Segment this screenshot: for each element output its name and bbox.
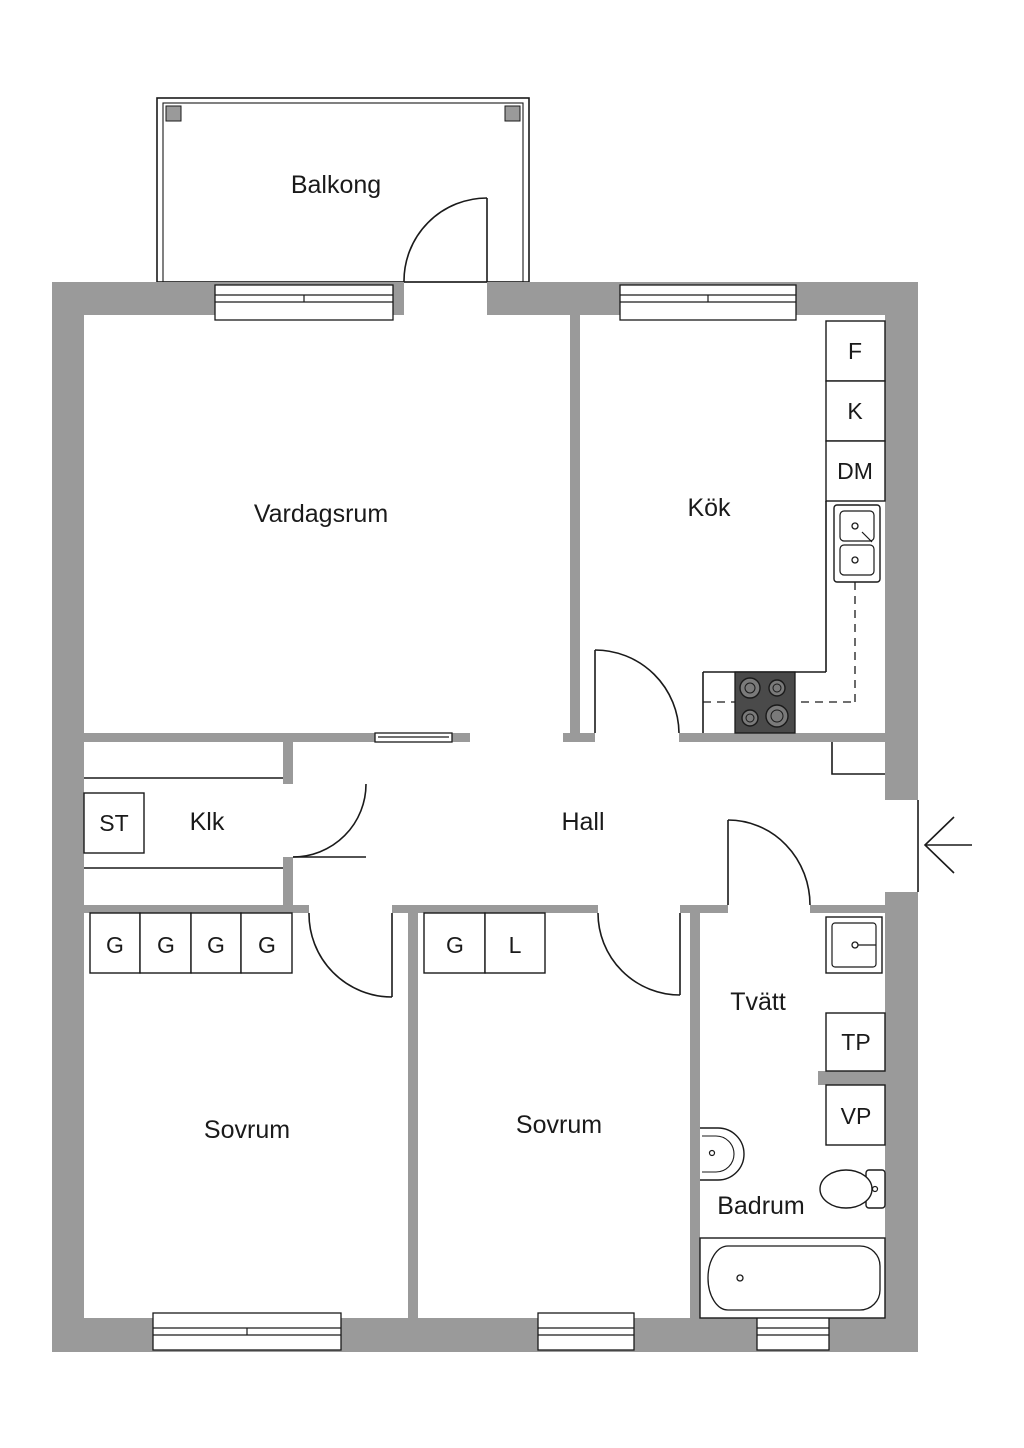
room-label-balkong: Balkong bbox=[291, 171, 381, 199]
fixture-label-water-heater: VP bbox=[841, 1103, 872, 1129]
closet-fixtures bbox=[83, 777, 283, 869]
fixture-label-washer: TP bbox=[841, 1029, 870, 1055]
room-label-tvatt: Tvätt bbox=[730, 988, 786, 1016]
entrance-arrow-icon bbox=[923, 816, 972, 874]
fixture-label-wardrobe: G bbox=[446, 932, 464, 958]
kitchen-fixtures bbox=[702, 320, 886, 734]
bath-fixtures bbox=[699, 916, 886, 1319]
dishwasher-box bbox=[825, 440, 886, 502]
toilet-icon bbox=[819, 1169, 886, 1209]
room-label-sovrum-2: Sovrum bbox=[516, 1111, 602, 1139]
fridge-box bbox=[825, 320, 886, 382]
bathtub-icon bbox=[699, 1237, 886, 1319]
kitchen-sink-icon bbox=[833, 504, 881, 583]
fixture-label-freezer: K bbox=[847, 398, 863, 424]
doors bbox=[292, 197, 919, 998]
fixture-label-storage: ST bbox=[99, 810, 128, 836]
hall-cabinet bbox=[831, 742, 885, 775]
interior-walls bbox=[84, 315, 885, 1318]
fixture-labels: F K DM ST G G G G G L TP VP bbox=[99, 338, 873, 1129]
fixture-label-linen: L bbox=[509, 932, 522, 958]
windows bbox=[152, 284, 830, 1351]
water-heater-box bbox=[825, 1084, 886, 1146]
washbasin-icon bbox=[700, 1127, 745, 1181]
laundry-sink-icon bbox=[825, 916, 883, 974]
storage-box bbox=[83, 792, 145, 854]
room-labels: Balkong Vardagsrum Kök Hall Klk Sovrum S… bbox=[190, 171, 805, 1220]
room-label-klk: Klk bbox=[190, 808, 225, 836]
fixture-label-wardrobe: G bbox=[207, 932, 225, 958]
room-label-sovrum-1: Sovrum bbox=[204, 1116, 290, 1144]
freezer-box bbox=[825, 380, 886, 442]
room-label-vardagsrum: Vardagsrum bbox=[254, 500, 388, 528]
fixture-label-wardrobe: G bbox=[157, 932, 175, 958]
fixture-label-wardrobe: G bbox=[106, 932, 124, 958]
room-label-kok: Kök bbox=[687, 494, 731, 522]
room-label-hall: Hall bbox=[561, 808, 604, 836]
fixture-label-wardrobe: G bbox=[258, 932, 276, 958]
washer-box bbox=[825, 1012, 886, 1072]
stove-icon bbox=[734, 671, 796, 734]
room-label-badrum: Badrum bbox=[717, 1192, 805, 1220]
wardrobes bbox=[89, 912, 546, 974]
fixture-label-dishwasher: DM bbox=[837, 458, 873, 484]
fixture-label-fridge: F bbox=[848, 338, 862, 364]
